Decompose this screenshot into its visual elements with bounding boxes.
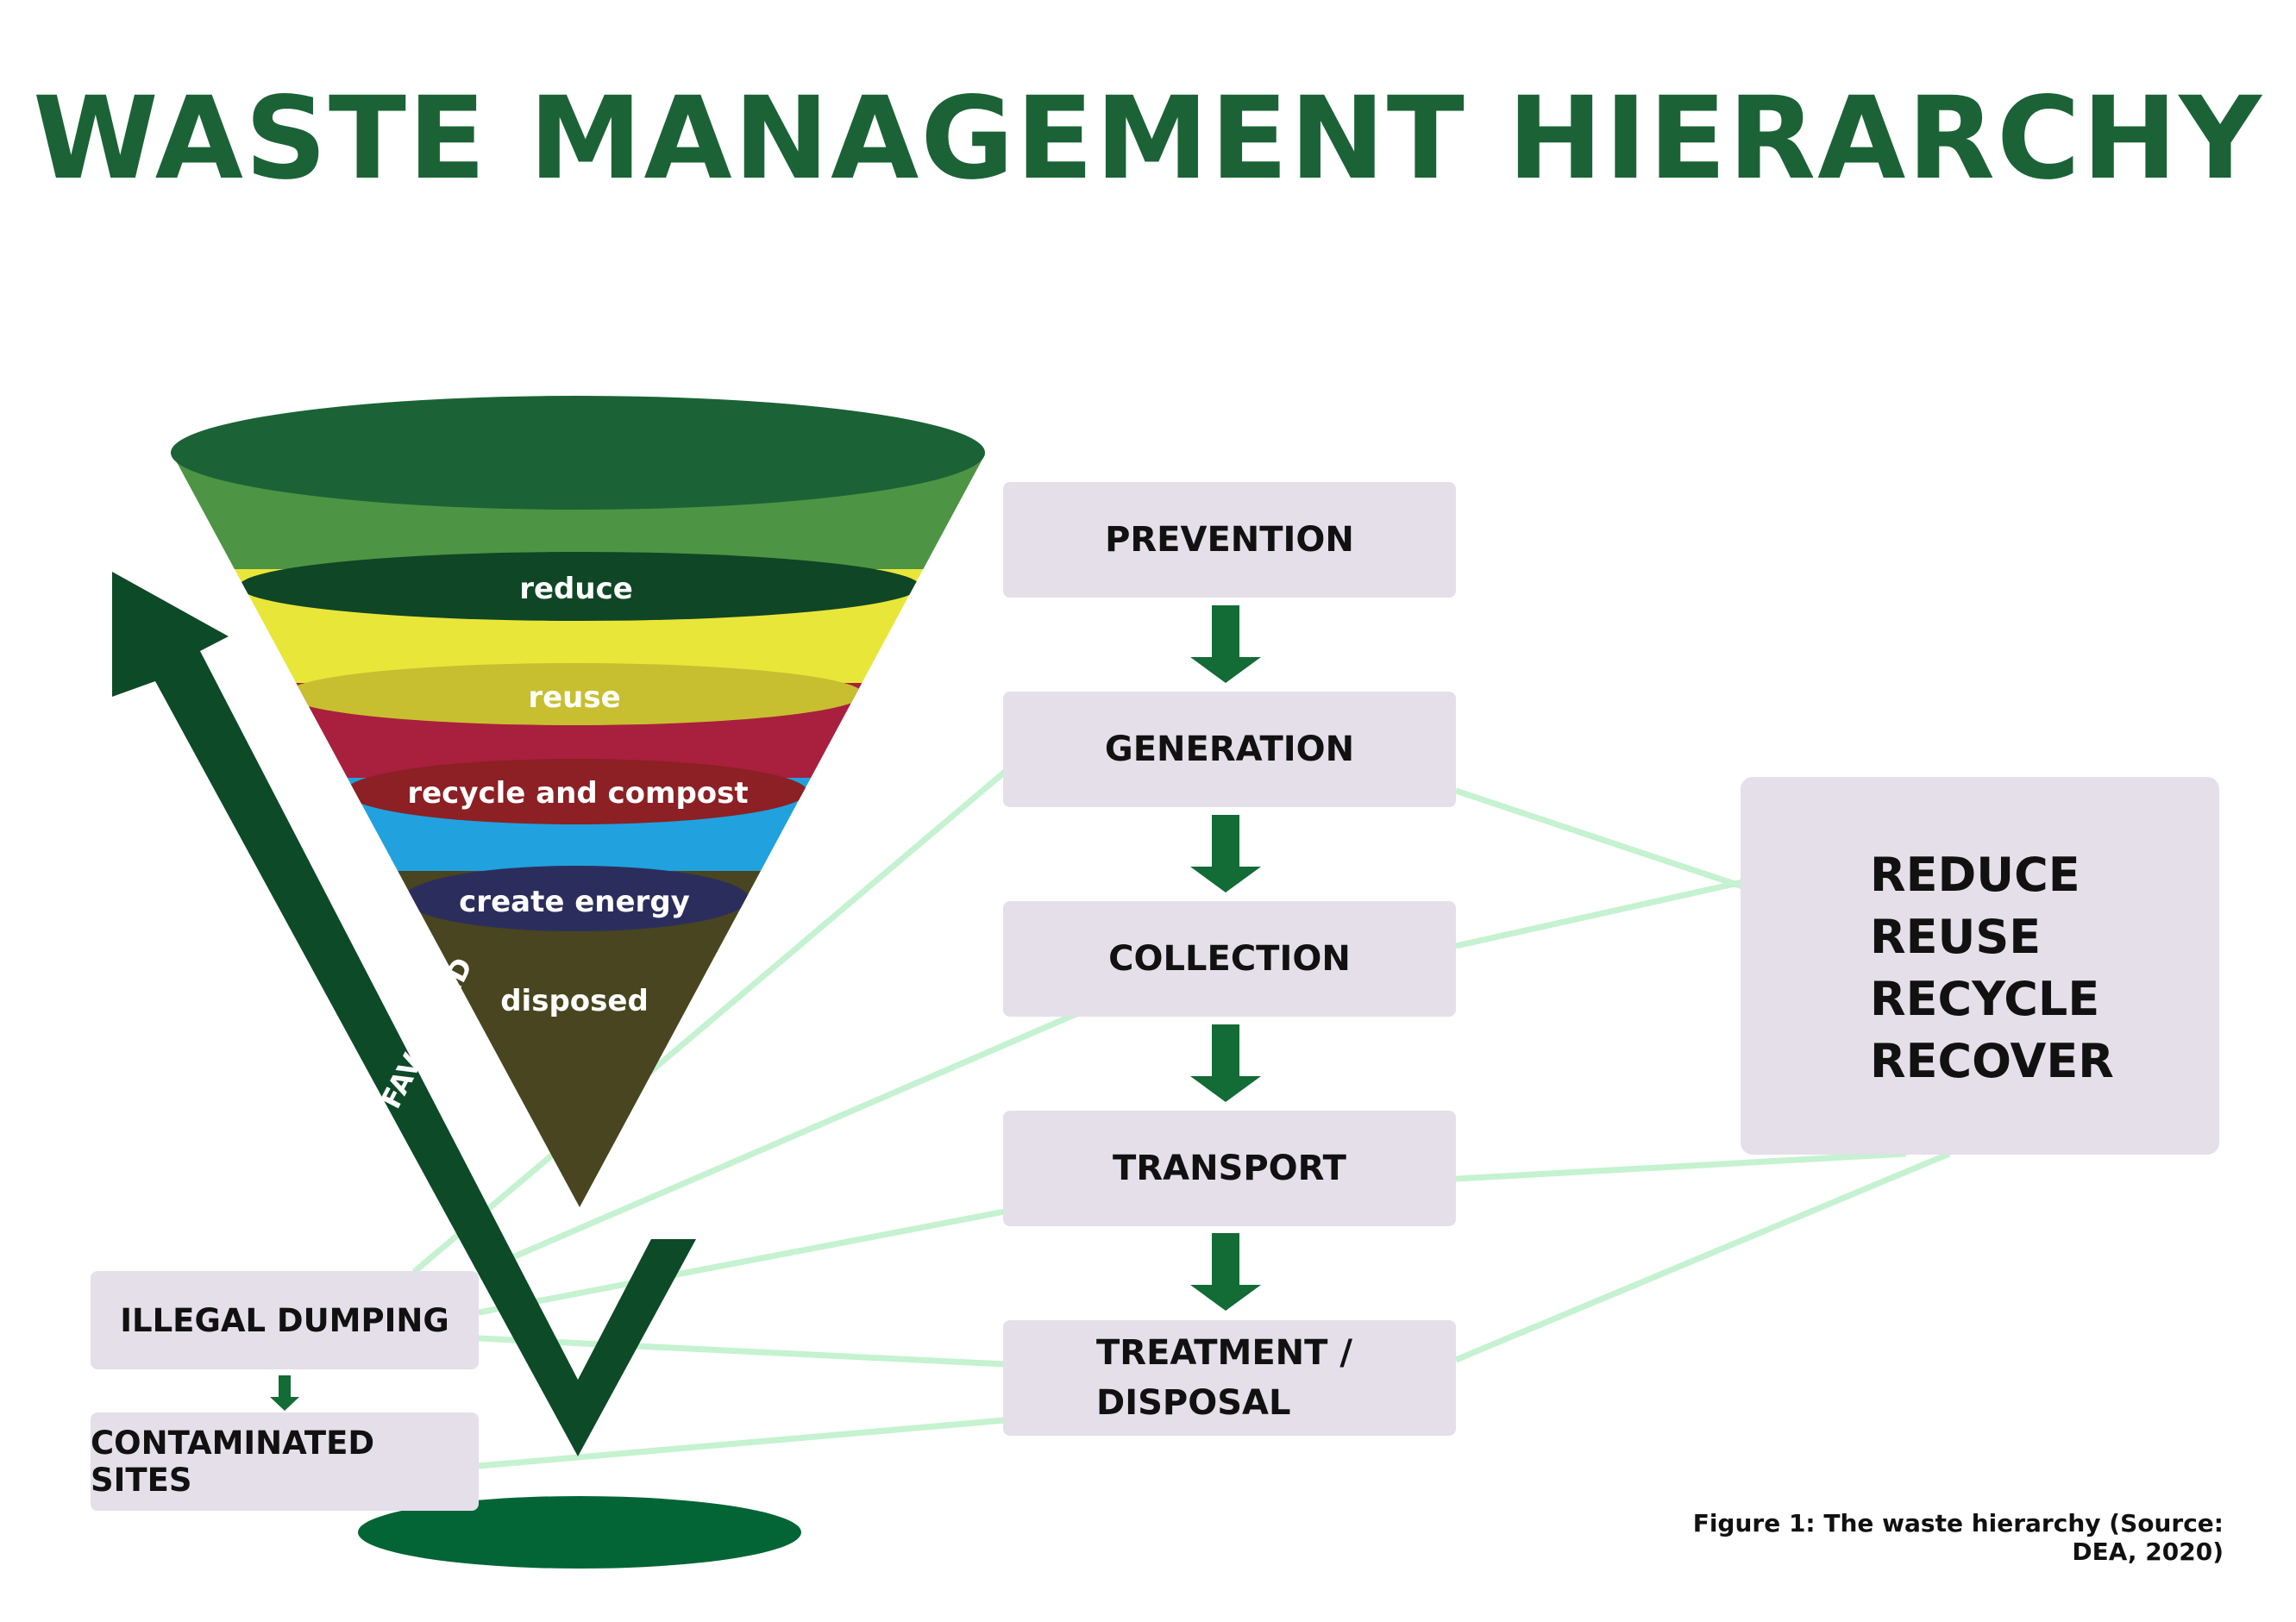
- rrrr-item-reuse: REUSE: [1870, 910, 2042, 964]
- funnel-label-disposed: disposed: [500, 984, 649, 1018]
- down-arrow-icon: [1190, 605, 1261, 683]
- illegal-dumping-label: ILLEGAL DUMPING: [120, 1301, 449, 1339]
- down-arrow-icon: [1190, 815, 1261, 892]
- figure-caption: Figure 1: The waste hierarchy (Source: D…: [1692, 1509, 2224, 1566]
- down-arrow-icon: [270, 1375, 299, 1411]
- rrrr-item-reduce: REDUCE: [1870, 848, 2080, 902]
- funnel-ellipse-reuse: [285, 663, 863, 725]
- flow-step-label: PREVENTION: [1105, 520, 1354, 560]
- connector-line: [1454, 1150, 1951, 1363]
- connector-line: [1455, 879, 1743, 949]
- illegal-dumping-box: ILLEGAL DUMPING: [91, 1271, 479, 1369]
- flow-step-label: GENERATION: [1104, 730, 1355, 769]
- down-arrow-icon: [1190, 1024, 1261, 1102]
- funnel-label-reuse: reuse: [528, 680, 620, 715]
- flow-step-transport: TRANSPORT: [1003, 1111, 1456, 1226]
- funnel-label-energy: create energy: [459, 885, 690, 919]
- connector-line: [1455, 1150, 1907, 1182]
- ground-ellipse: [358, 1496, 801, 1569]
- funnel-ellipse-reduce: [239, 552, 920, 621]
- flow-step-treatment-disposal: TREATMENT / DISPOSAL: [1003, 1320, 1456, 1436]
- funnel-rim: [171, 396, 985, 510]
- contaminated-sites-label: CONTAMINATED SITES: [91, 1425, 375, 1499]
- connector-line: [411, 769, 1007, 1274]
- flow-step-label: TREATMENT / DISPOSAL: [1096, 1328, 1352, 1428]
- rrrr-box: REDUCE REUSE RECYCLE RECOVER: [1741, 777, 2219, 1155]
- funnel-ellipse-recycle: [345, 759, 807, 824]
- connector-line: [478, 1417, 1006, 1469]
- flow-step-collection: COLLECTION: [1003, 901, 1456, 1017]
- rrrr-item-recycle: RECYCLE: [1870, 972, 2100, 1026]
- flow-step-label: TRANSPORT: [1113, 1149, 1346, 1188]
- flow-step-generation: GENERATION: [1003, 692, 1456, 807]
- contaminated-sites-box: CONTAMINATED SITES: [91, 1412, 479, 1511]
- page-title: WASTE MANAGEMENT HIERARCHY: [33, 72, 2263, 205]
- funnel-label-reduce: reduce: [519, 572, 633, 606]
- connector-lines: [411, 769, 1951, 1469]
- flow-arrows: [270, 605, 1261, 1411]
- rrrr-list: REDUCE REUSE RECYCLE RECOVER: [1870, 844, 2114, 1093]
- connector-line: [1454, 787, 1744, 890]
- connector-line: [477, 1010, 1080, 1275]
- funnel-ellipse-energy: [404, 866, 749, 931]
- flow-step-label: COLLECTION: [1108, 939, 1351, 979]
- flow-step-label-line2: DISPOSAL: [1096, 1383, 1291, 1423]
- connector-line: [478, 1208, 1006, 1316]
- arrow-shape: [112, 572, 696, 1456]
- down-arrow-icon: [1190, 1233, 1261, 1311]
- funnel-label-recycle: recycle and compost: [407, 776, 748, 811]
- rrrr-item-recover: RECOVER: [1870, 1034, 2114, 1088]
- flow-step-label-line1: TREATMENT /: [1096, 1333, 1352, 1373]
- flow-step-prevention: PREVENTION: [1003, 482, 1456, 598]
- connector-line: [478, 1335, 1006, 1368]
